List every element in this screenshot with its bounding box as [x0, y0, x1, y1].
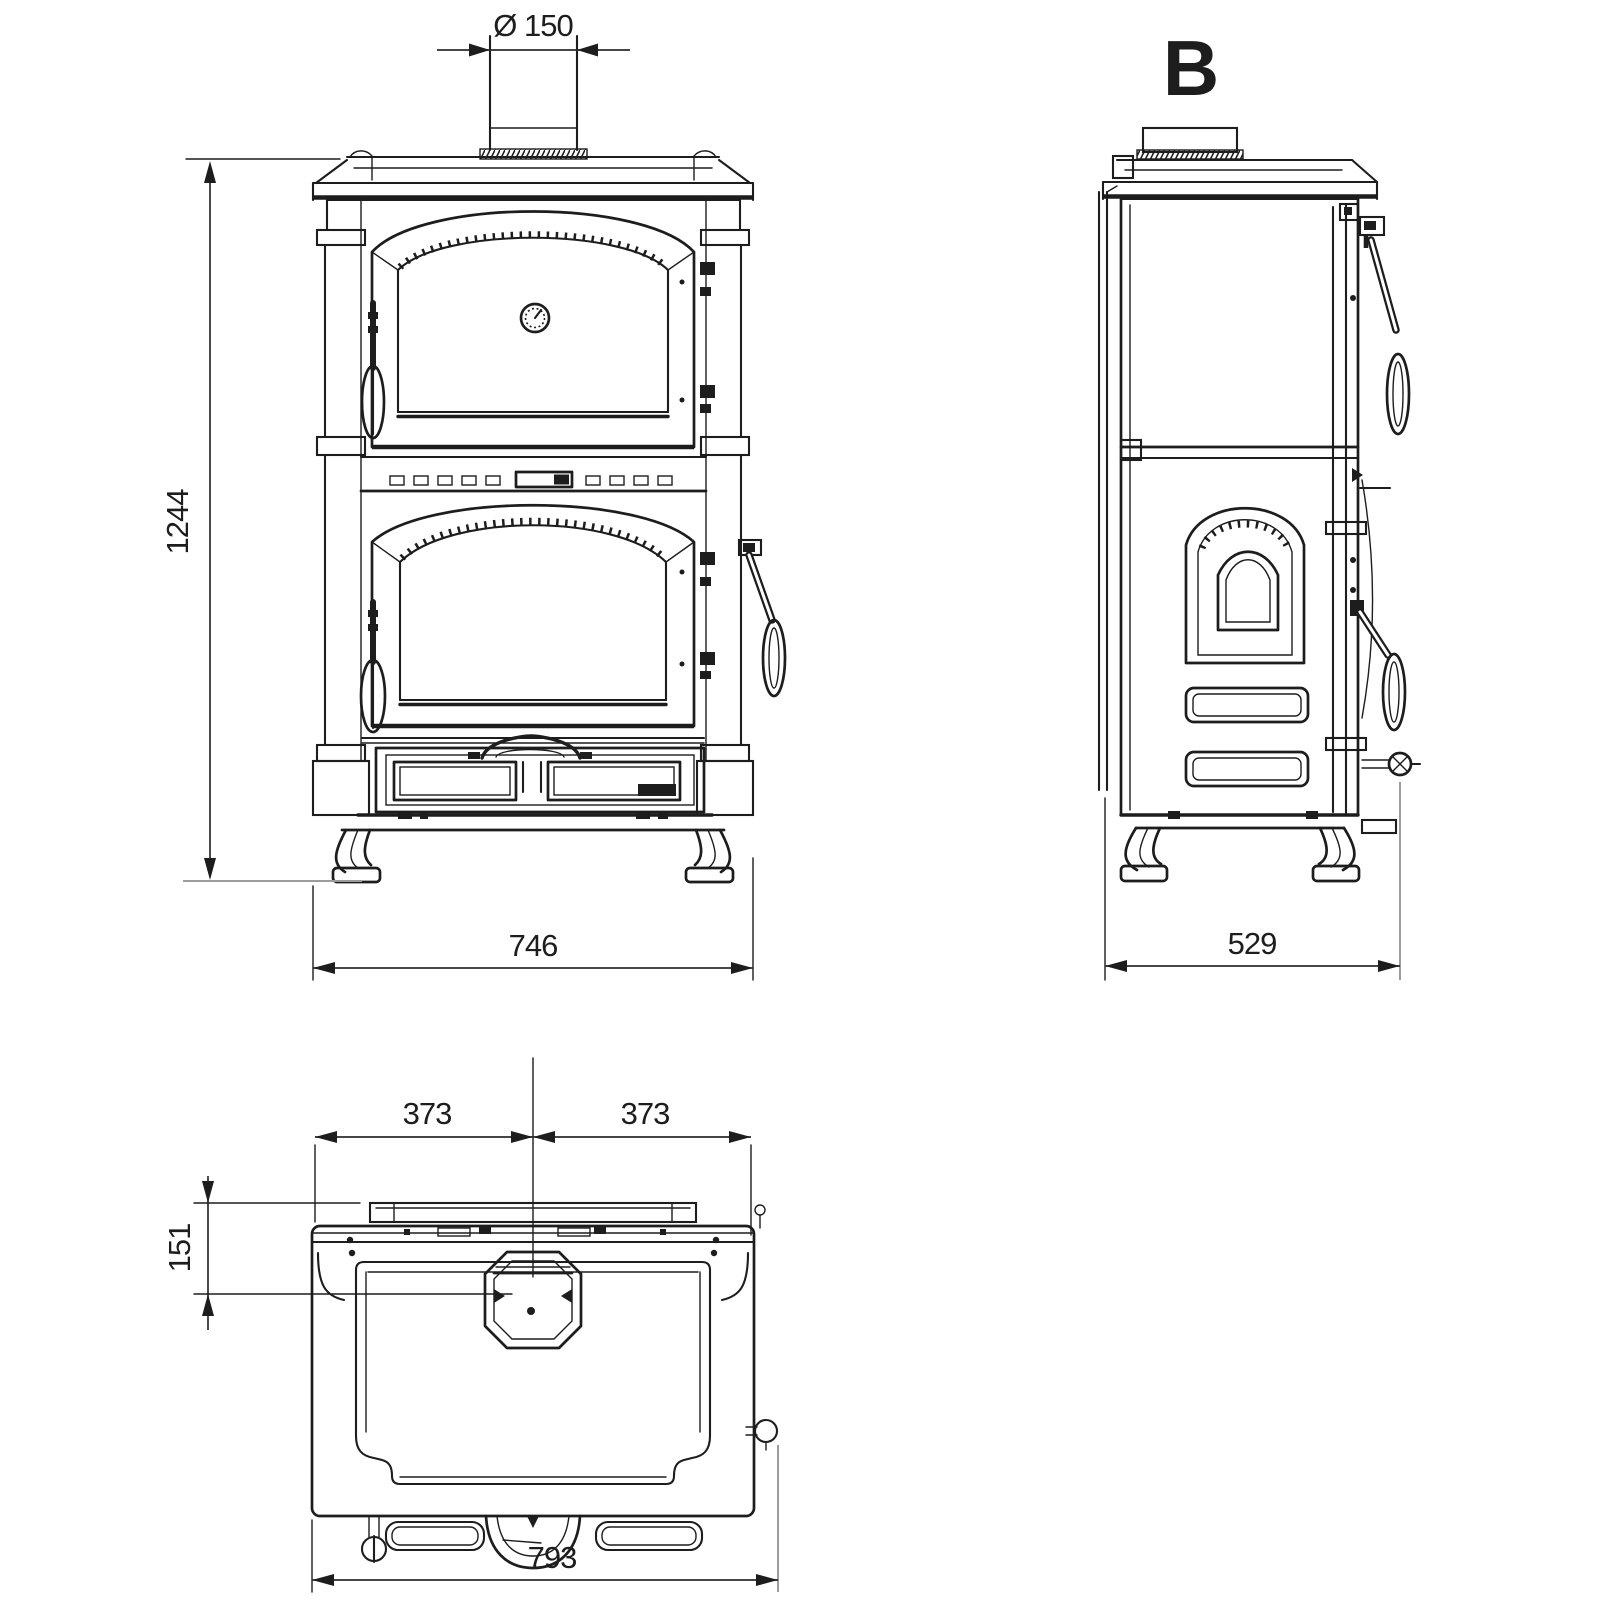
- side-decorative-panel: [1184, 506, 1310, 788]
- base-and-legs: [183, 811, 735, 884]
- rear-heat-shield: [1097, 185, 1118, 792]
- air-vent-row: [359, 455, 708, 493]
- side-view-label: B: [1163, 24, 1217, 112]
- flue-outlet: [479, 34, 588, 160]
- height-label: 1244: [160, 489, 195, 555]
- top-view: 373 373 151: [162, 1057, 779, 1593]
- side-flue-collar: [1136, 126, 1244, 160]
- firebox-door: [359, 504, 787, 734]
- firebox-door-handle: [359, 599, 387, 734]
- dim-flue-offset: 151: [162, 1176, 513, 1330]
- left-column: [311, 198, 371, 817]
- top-left-knob: [360, 1515, 388, 1564]
- side-firebox-handle: [1350, 600, 1407, 732]
- top-back-bar: [368, 1201, 766, 1229]
- side-oven-handle: [1358, 215, 1411, 436]
- dim-depth: 529: [1104, 782, 1401, 981]
- side-cooktop-plate: [1101, 154, 1379, 201]
- dim-half-widths: 373 373: [314, 1096, 752, 1236]
- half-width-left-label: 373: [403, 1096, 452, 1131]
- side-body: [1119, 197, 1392, 817]
- dim-front-width: 746: [312, 857, 754, 981]
- air-control-slider: [514, 470, 574, 489]
- dim-height: 1244: [160, 158, 341, 880]
- side-latch-handle: [737, 538, 787, 698]
- riddling-knob: [1361, 751, 1422, 777]
- front-view: Ø 150: [160, 8, 787, 981]
- top-right-knob: [745, 1418, 779, 1451]
- flue-offset-label: 151: [162, 1224, 197, 1273]
- firebox-door-hinges: [679, 552, 715, 679]
- dim-overall-width: 793: [311, 1445, 779, 1593]
- side-front-leg: [1311, 826, 1361, 883]
- ash-drawer: [360, 734, 706, 814]
- overall-width-label: 793: [528, 1540, 577, 1575]
- top-front-rails: [360, 1418, 779, 1570]
- front-right-leg: [684, 828, 735, 884]
- oven-thermometer-knob: [519, 302, 551, 334]
- drawer-latch: [468, 734, 592, 794]
- flue-opening: [483, 1250, 583, 1350]
- side-base-and-legs: [1119, 811, 1398, 883]
- front-width-label: 746: [509, 928, 558, 963]
- side-rear-leg: [1119, 826, 1169, 883]
- dim-flue-diameter: Ø 150: [437, 8, 630, 57]
- cooktop-plate: [311, 150, 755, 202]
- oven-door-hinges: [679, 262, 715, 413]
- side-view: B: [1097, 24, 1422, 981]
- front-left-leg: [331, 828, 382, 884]
- half-width-right-label: 373: [621, 1096, 670, 1131]
- depth-label: 529: [1228, 926, 1277, 961]
- flue-diameter-label: Ø 150: [493, 8, 573, 43]
- oven-door-handle: [360, 300, 386, 440]
- oven-door: [360, 210, 715, 450]
